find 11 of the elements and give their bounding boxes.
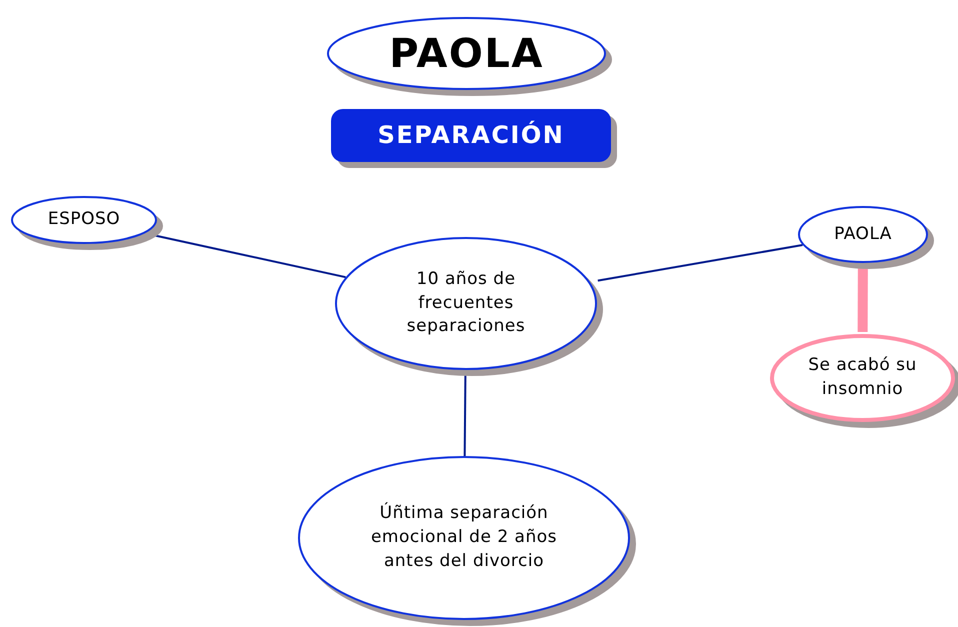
connector-line xyxy=(598,244,803,282)
heading-text: SEPARACIÓN xyxy=(378,120,564,151)
concept-text: Úñtima separación emocional de 2 años antes del divorcio xyxy=(370,502,558,573)
concept-text: PAOLA xyxy=(834,222,892,246)
connector-line xyxy=(152,234,346,278)
connector-line xyxy=(464,370,466,456)
concept-text: Se acabó su insomnio xyxy=(807,354,918,401)
connector-line xyxy=(858,264,868,332)
concept-text: ESPOSO xyxy=(48,208,120,232)
title-text: PAOLA xyxy=(389,30,544,78)
concept-text: 10 años de frecuentes separaciones xyxy=(406,268,526,338)
